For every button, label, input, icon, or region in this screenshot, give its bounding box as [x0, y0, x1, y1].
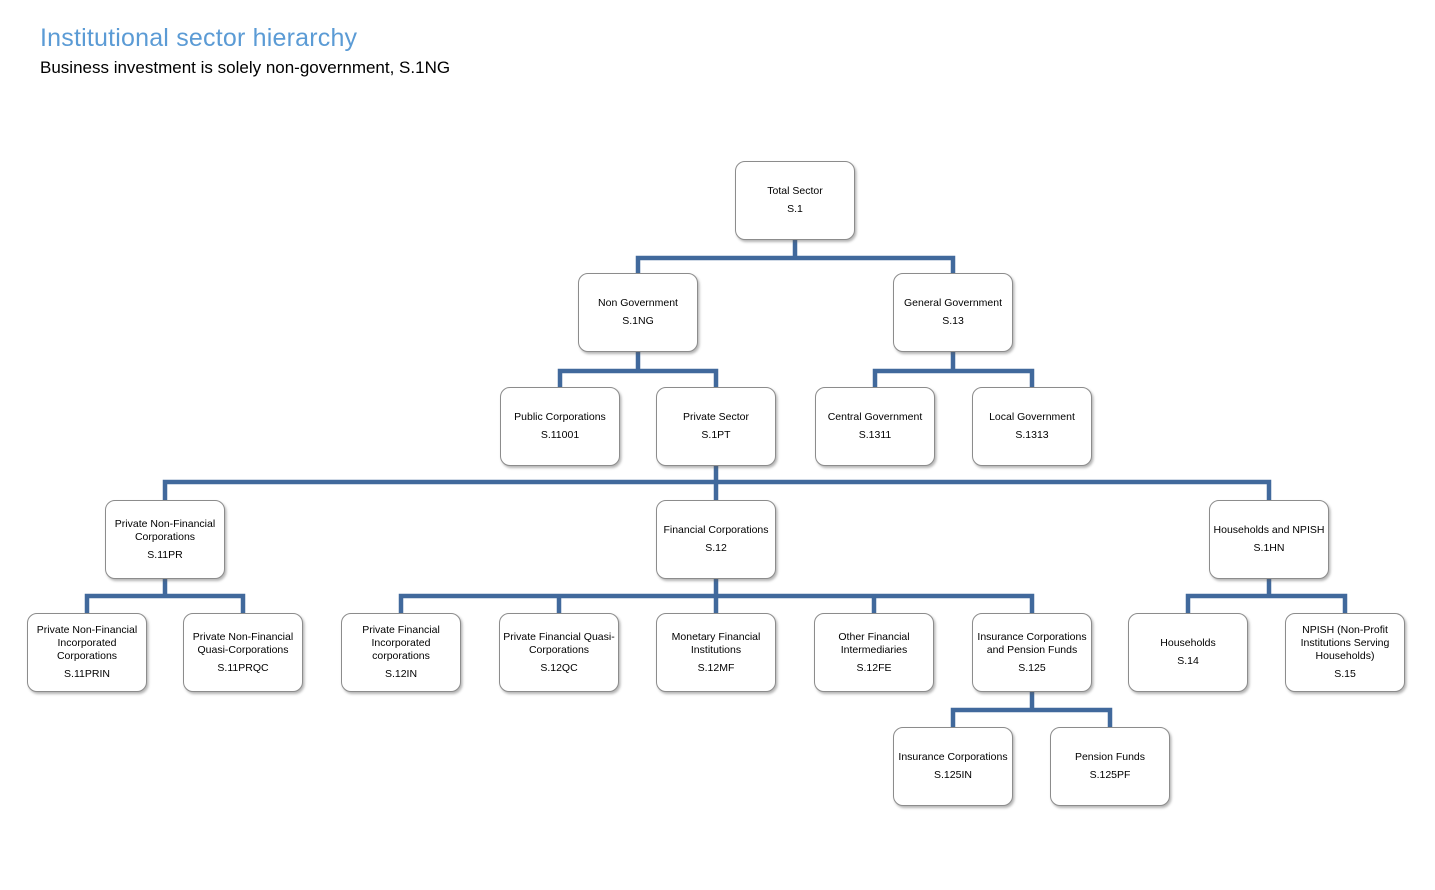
node-label: Pension Funds [1074, 751, 1146, 764]
page-subtitle: Business investment is solely non-govern… [40, 58, 451, 77]
node-label: Insurance Corporations and Pension Funds [977, 630, 1087, 656]
node-label: Other Financial Intermediaries [838, 630, 910, 656]
node-code: S.1313 [1015, 429, 1049, 442]
node-label: Non Government [598, 297, 678, 310]
node-private-non-financial-corporations: Private Non-Financial Corporations S.11P… [105, 500, 225, 579]
node-households: Households S.14 [1128, 613, 1248, 692]
node-label: Private Non-Financial Quasi-Corporations [192, 630, 294, 656]
node-code: S.12QC [540, 661, 578, 674]
node-pension-funds: Pension Funds S.125PF [1050, 727, 1170, 806]
node-label: Local Government [989, 411, 1075, 424]
node-label: Private Non-Financial Incorporated Corpo… [36, 624, 138, 663]
node-general-government: General Government S.13 [893, 273, 1013, 352]
node-local-government: Local Government S.1313 [972, 387, 1092, 466]
node-label: Monetary Financial Institutions [671, 630, 761, 656]
node-code: S.1NG [622, 315, 654, 328]
node-insurance-corporations: Insurance Corporations S.125IN [893, 727, 1013, 806]
node-private-financial-incorporated-corporations: Private Financial Incorporated corporati… [341, 613, 461, 692]
node-private-sector: Private Sector S.1PT [656, 387, 776, 466]
node-label: Financial Corporations [663, 524, 769, 537]
header: Institutional sector hierarchy Business … [40, 24, 450, 78]
node-npish: NPISH (Non-Profit Institutions Serving H… [1285, 613, 1405, 692]
connector-s11pr-children [84, 579, 246, 613]
node-non-government: Non Government S.1NG [578, 273, 698, 352]
node-monetary-financial-institutions: Monetary Financial Institutions S.12MF [656, 613, 776, 692]
node-code: S.12FE [856, 661, 892, 674]
page-title: Institutional sector hierarchy [40, 24, 358, 52]
node-central-government: Central Government S.1311 [815, 387, 935, 466]
node-label: NPISH (Non-Profit Institutions Serving H… [1300, 624, 1390, 663]
node-code: S.125IN [934, 769, 972, 782]
node-code: S.125 [1018, 661, 1046, 674]
connector-s12-children [398, 579, 1035, 613]
node-code: S.12IN [384, 668, 418, 681]
node-label: Private Financial Incorporated corporati… [362, 624, 440, 663]
node-label: Total Sector [767, 185, 823, 198]
node-label: General Government [903, 297, 1003, 310]
node-private-financial-quasi-corporations: Private Financial Quasi-Corporations S.1… [499, 613, 619, 692]
node-code: S.11PRQC [217, 661, 269, 674]
node-label: Households [1160, 637, 1216, 650]
node-private-non-financial-incorporated-corporations: Private Non-Financial Incorporated Corpo… [27, 613, 147, 692]
node-code: S.15 [1334, 668, 1356, 681]
node-code: S.11PR [147, 548, 183, 561]
node-other-financial-intermediaries: Other Financial Intermediaries S.12FE [814, 613, 934, 692]
node-code: S.1311 [858, 429, 892, 442]
node-code: S.1PT [701, 429, 731, 442]
node-label: Private Sector [683, 411, 749, 424]
node-code: S.14 [1177, 655, 1199, 668]
connector-s1ng-children [557, 352, 719, 387]
connector-s1hn-children [1185, 579, 1348, 613]
node-label: Central Government [827, 411, 923, 424]
node-label: Insurance Corporations [898, 751, 1008, 764]
node-public-corporations: Public Corporations S.11001 [500, 387, 620, 466]
node-label: Public Corporations [514, 411, 606, 424]
node-insurance-corporations-and-pension-funds: Insurance Corporations and Pension Funds… [972, 613, 1092, 692]
node-code: S.11PRIN [64, 668, 110, 681]
node-code: S.12MF [697, 661, 735, 674]
connector-s13-children [872, 352, 1035, 387]
connector-s1pt-children [162, 466, 1272, 500]
connector-s1-children [635, 240, 956, 273]
node-label: Private Non-Financial Corporations [114, 517, 216, 543]
node-households-and-npish: Households and NPISH S.1HN [1209, 500, 1329, 579]
node-total-sector: Total Sector S.1 [735, 161, 855, 240]
node-financial-corporations: Financial Corporations S.12 [656, 500, 776, 579]
connector-s125-children [950, 692, 1113, 727]
node-label: Private Financial Quasi-Corporations [503, 630, 615, 656]
node-label: Households and NPISH [1213, 524, 1325, 537]
node-code: S.12 [705, 542, 727, 555]
node-code: S.13 [942, 315, 964, 328]
node-code: S.1HN [1253, 542, 1285, 555]
node-code: S.1 [787, 203, 803, 216]
node-code: S.125PF [1089, 769, 1131, 782]
node-code: S.11001 [540, 429, 580, 442]
node-private-non-financial-quasi-corporations: Private Non-Financial Quasi-Corporations… [183, 613, 303, 692]
